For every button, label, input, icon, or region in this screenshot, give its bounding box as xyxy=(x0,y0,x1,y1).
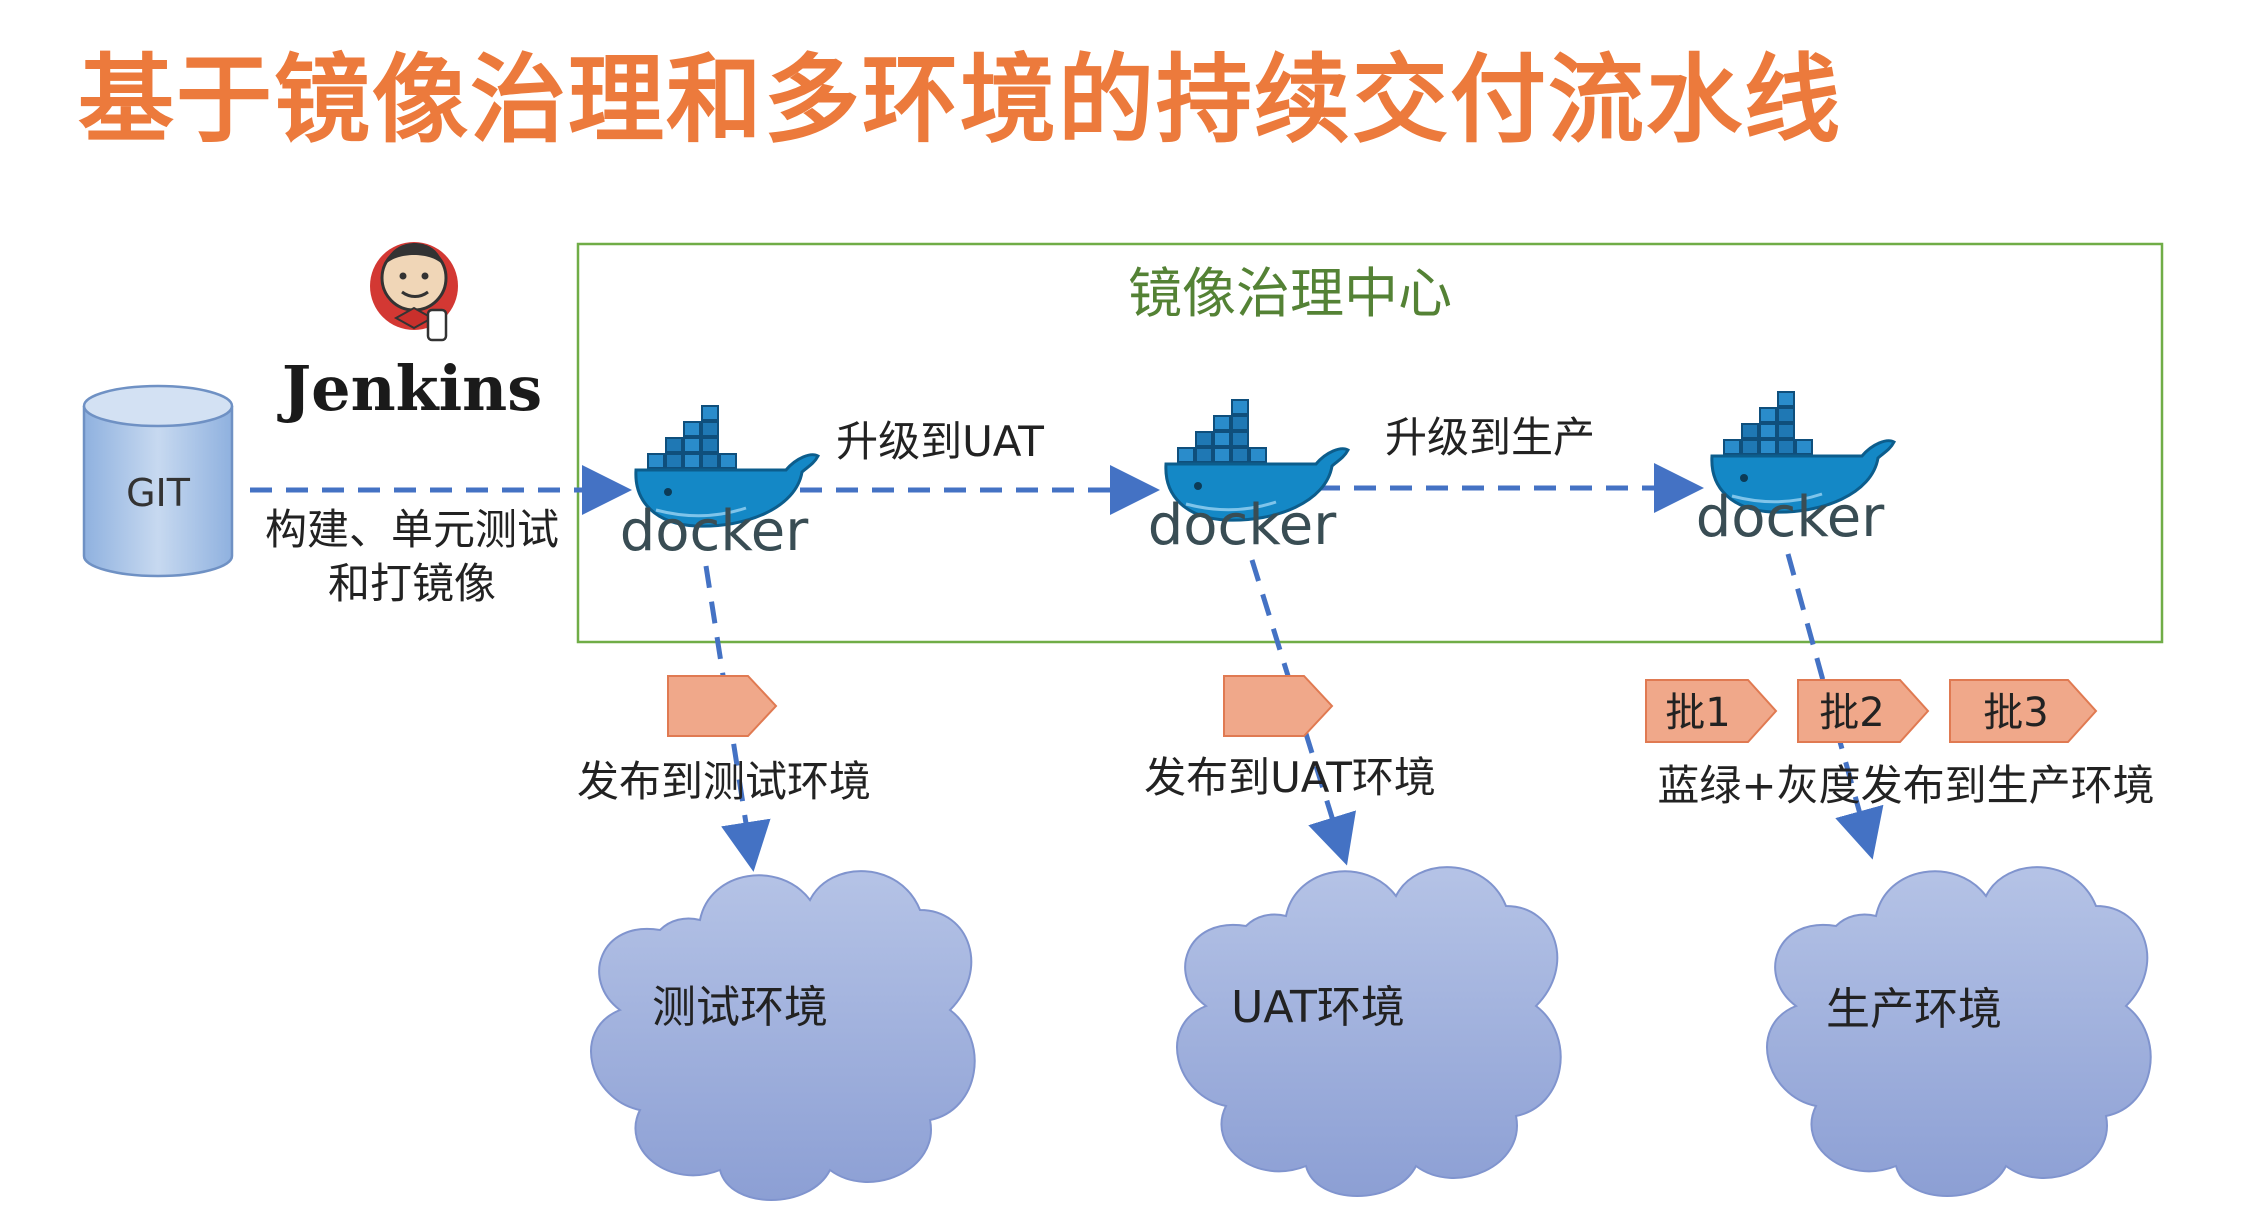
slide-title: 基于镜像治理和多环境的持续交付流水线 xyxy=(78,44,1842,156)
uat-environment-label: UAT环境 xyxy=(1231,982,1405,1033)
promote-to-prod-label: 升级到生产 xyxy=(1385,413,1595,462)
test-environment-cloud xyxy=(590,870,976,1201)
deploy-prod-label: 蓝绿+灰度发布到生产环境 xyxy=(1657,761,2154,810)
deploy-test-label: 发布到测试环境 xyxy=(577,757,871,806)
batch-3-chevron xyxy=(1949,679,2098,743)
jenkins-wordmark: Jenkins xyxy=(277,352,542,425)
batch-1-chevron xyxy=(1645,679,1778,743)
registry-center-box xyxy=(576,242,2164,644)
test-environment-label: 测试环境 xyxy=(652,982,828,1033)
production-environment-cloud xyxy=(1766,866,2152,1197)
promote-to-uat-label: 升级到UAT xyxy=(836,417,1044,466)
batch-2-chevron xyxy=(1797,679,1930,743)
batch-1-label: 批1 xyxy=(1665,690,1730,736)
deploy-uat-label: 发布到UAT环境 xyxy=(1144,753,1436,802)
build-step-label-line2: 和打镜像 xyxy=(328,559,496,608)
uat-environment-cloud xyxy=(1176,866,1562,1197)
batch-2-label: 批2 xyxy=(1819,690,1884,736)
build-step-label-line1: 构建、单元测试 xyxy=(265,505,559,554)
jenkins-logo-icon xyxy=(370,242,458,342)
production-environment-label: 生产环境 xyxy=(1826,984,2002,1035)
deploy-uat-chevron xyxy=(1223,675,1334,737)
git-repository-icon xyxy=(82,384,234,578)
git-label: GIT xyxy=(126,471,191,515)
docker-wordmark: docker xyxy=(1696,485,1885,550)
docker-wordmark: docker xyxy=(1148,493,1337,558)
batch-3-label: 批3 xyxy=(1983,690,2048,736)
deploy-test-chevron xyxy=(667,675,778,737)
docker-wordmark: docker xyxy=(620,499,809,564)
registry-center-label: 镜像治理中心 xyxy=(1128,262,1452,325)
